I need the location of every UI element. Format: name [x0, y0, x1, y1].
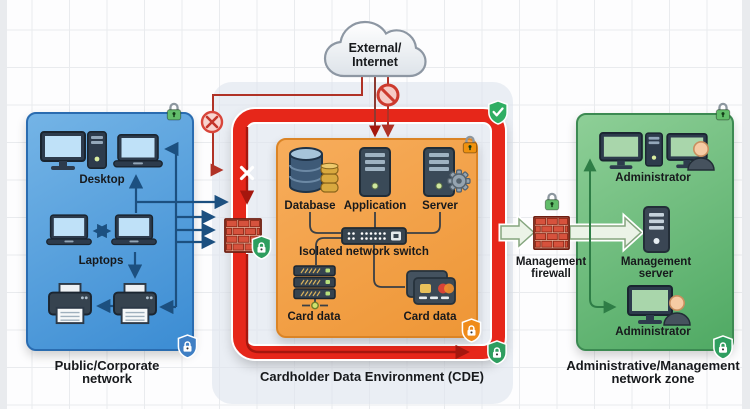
no-entry-icon [376, 83, 400, 107]
public-zone-label-line1: Public/Corporate [54, 358, 160, 373]
public-zone-label-line2: network [82, 371, 132, 386]
card-data-rack-icon [293, 265, 336, 300]
management-zone-label-line2: network zone [611, 371, 695, 386]
padlock-icon [715, 102, 731, 121]
management-firewall-label-line1: Management [515, 256, 587, 268]
cloud-label-line2: Internet [352, 55, 398, 69]
public-network-links [92, 141, 229, 315]
shield-lock-icon [177, 334, 198, 359]
management-firewall-label-line2: firewall [531, 268, 571, 280]
desktop-label: Desktop [79, 174, 125, 186]
desktop-monitor-icon [40, 131, 86, 171]
database-icon [289, 147, 339, 193]
gear-icon [447, 169, 471, 193]
printer-icon [113, 283, 157, 325]
shield-check-icon [487, 100, 509, 125]
left-edge-band [0, 0, 7, 409]
application-server-icon [359, 147, 391, 197]
management-server-icon [643, 206, 670, 253]
padlock-icon [166, 102, 182, 121]
administrator-label-bottom: Administrator [615, 326, 691, 338]
shield-lock-icon [487, 340, 507, 365]
server-label: Server [422, 200, 458, 212]
management-server-label-line1: Management [620, 256, 692, 268]
application-label: Application [343, 200, 407, 212]
cde-links [302, 212, 441, 307]
person-icon [663, 294, 691, 326]
network-node-icon [311, 301, 319, 310]
cloud-icon [323, 20, 427, 78]
person-icon [687, 141, 715, 171]
laptop-icon [46, 214, 92, 246]
laptop-icon [111, 214, 157, 246]
card-data-label-right: Card data [403, 311, 457, 323]
admin-workstation-monitor-icon [599, 132, 643, 170]
database-label: Database [284, 200, 336, 212]
perimeter-blocked-trace [239, 127, 470, 360]
management-server-label-line2: server [638, 268, 674, 280]
management-flow-arrow [498, 212, 645, 253]
server-gear-icon [423, 147, 471, 197]
admin-access-arrows [583, 158, 617, 314]
cde-zone-label: Cardholder Data Environment (CDE) [260, 369, 484, 384]
laptop-icon [113, 134, 163, 168]
blocked-x-icon [200, 110, 224, 134]
cloud-label-line1: External/ [348, 41, 402, 55]
printer-icon [48, 283, 92, 325]
management-zone-label-line1: Administrative/Management [566, 358, 740, 373]
padlock-icon [462, 135, 478, 154]
card-data-label-left: Card data [287, 311, 341, 323]
switch-label: Isolated network switch [299, 246, 429, 258]
shield-lock-icon [251, 235, 272, 260]
shield-lock-icon [461, 318, 482, 343]
right-edge-band [742, 0, 750, 409]
pc-tower-icon [645, 132, 663, 167]
laptops-label: Laptops [78, 255, 124, 267]
blocked-x-mark [239, 165, 255, 181]
administrator-label-top: Administrator [615, 172, 691, 184]
padlock-icon [544, 192, 560, 211]
management-firewall-icon [533, 216, 570, 250]
pc-tower-icon [87, 131, 107, 169]
shield-lock-icon [713, 335, 733, 360]
credit-cards-icon [406, 270, 456, 305]
network-switch-icon [341, 227, 407, 245]
